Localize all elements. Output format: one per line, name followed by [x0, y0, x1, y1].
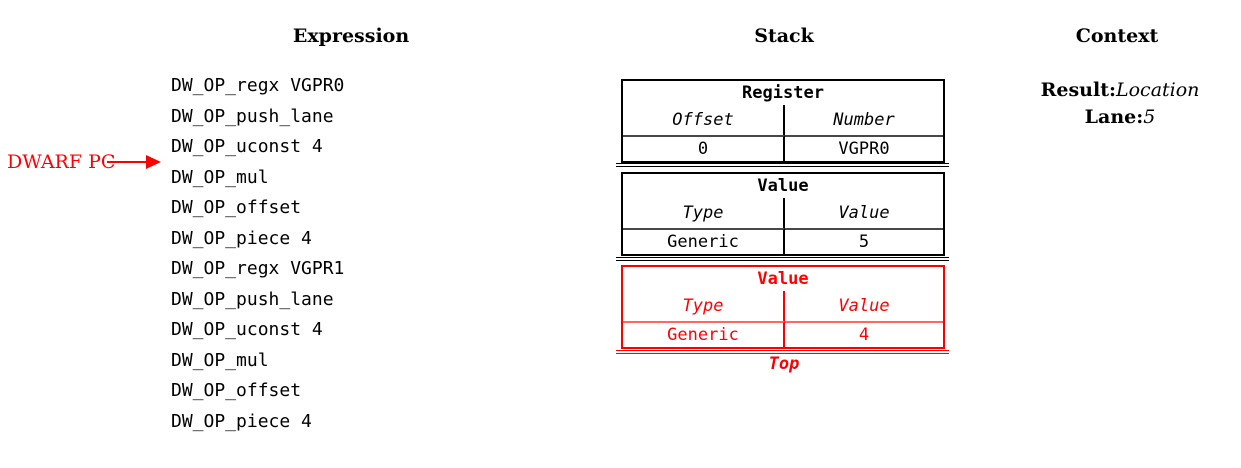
- stack-col-header-value: Value: [838, 203, 890, 223]
- expression-op-12: DW_OP_piece 4: [171, 410, 312, 432]
- expression-op-1: DW_OP_regx VGPR0: [171, 75, 345, 96]
- stack-entry-grid: Type Value Generic 5: [623, 198, 943, 254]
- expression-op-9: DW_OP_uconst 4: [171, 319, 323, 340]
- expression-op-2: DW_OP_push_lane: [171, 105, 334, 127]
- stack-entry-separator-1: [616, 163, 949, 167]
- context-column-title: Context: [1075, 25, 1159, 47]
- stack-value-value: 4: [785, 321, 943, 347]
- expression-list: DW_OP_regx VGPR0 DW_OP_push_lane DW_OP_u…: [171, 71, 344, 437]
- expression-op-11: DW_OP_offset: [171, 380, 302, 401]
- stack-entry-title: Value: [757, 269, 809, 289]
- expression-op-7: DW_OP_regx VGPR1: [171, 258, 345, 279]
- stack-value-number: VGPR0: [785, 135, 943, 161]
- stack-entry-title: Value: [757, 176, 809, 196]
- stack-col-header-type: Type: [623, 198, 785, 228]
- stack-value-type: Generic: [623, 228, 785, 254]
- context-lane-label: Lane:: [1084, 106, 1144, 128]
- stack-col-header-offset: Offset: [623, 105, 785, 135]
- stack-col-header-type: Type: [623, 291, 785, 321]
- stack-entry-register: Register Offset Number 0 VGPR0: [621, 79, 945, 163]
- stack-value-type: Generic: [623, 321, 785, 347]
- expression-op-8: DW_OP_push_lane: [171, 288, 334, 310]
- expression-column-title: Expression: [292, 25, 410, 47]
- stack-column-title: Stack: [754, 25, 814, 47]
- dwarf-pc-label: DWARF PC: [7, 151, 116, 173]
- stack-entry-grid: Offset Number 0 VGPR0: [623, 105, 943, 161]
- context-result-label: Result:: [1040, 79, 1116, 101]
- stack-entry-value-5: Value Type Value Generic 5: [621, 172, 945, 256]
- dwarf-pc-arrow-icon: [146, 155, 161, 169]
- expression-op-6: DW_OP_piece 4: [171, 227, 312, 249]
- context-result-line: Result:Location: [1041, 78, 1200, 102]
- dwarf-pc-arrow-shaft: [107, 161, 147, 163]
- stack-col-header-number: Number: [833, 110, 895, 130]
- context-lane-value: 5: [1143, 106, 1156, 128]
- stack-entry-value-4-top: Value Type Value Generic 4: [621, 265, 945, 349]
- stack-entry-title: Register: [742, 83, 824, 103]
- stack-col-header-value: Value: [838, 296, 890, 316]
- expression-op-4: DW_OP_mul: [171, 166, 269, 188]
- stack-value-value: 5: [785, 228, 943, 254]
- stack-top-label: Top: [768, 354, 800, 374]
- context-lane-line: Lane:5: [1085, 105, 1156, 129]
- expression-op-10: DW_OP_mul: [171, 349, 269, 371]
- expression-op-5: DW_OP_offset: [171, 197, 302, 218]
- context-result-value: Location: [1115, 79, 1200, 101]
- stack-top-separator: [616, 350, 949, 354]
- stack-value-offset: 0: [623, 135, 785, 161]
- stack-entry-separator-2: [616, 257, 949, 261]
- stack-entry-grid: Type Value Generic 4: [623, 291, 943, 347]
- expression-op-3: DW_OP_uconst 4: [171, 136, 323, 157]
